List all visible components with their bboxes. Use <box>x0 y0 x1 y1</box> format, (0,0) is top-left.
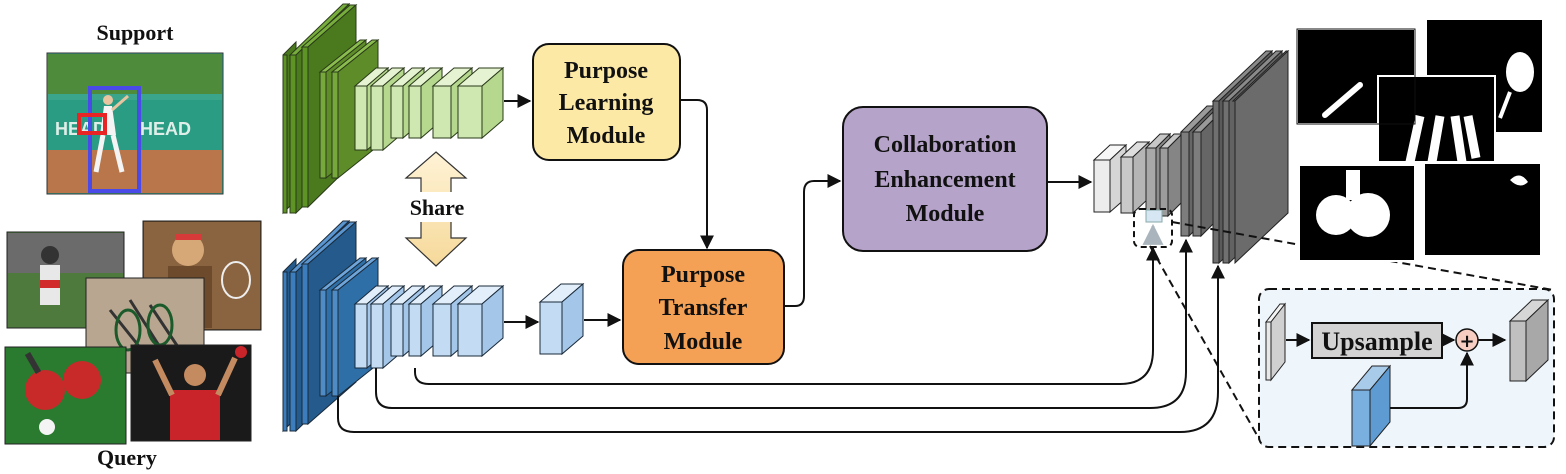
support-encoder <box>282 2 505 215</box>
connector-arrow <box>785 174 842 307</box>
connector-arrow <box>1390 351 1474 409</box>
support-label: Support <box>96 20 174 45</box>
purpose-learning-line-2: Learning <box>559 90 654 116</box>
share-arrow <box>398 151 478 267</box>
banner-text-graphic: HEAD <box>140 119 191 139</box>
collaboration-line-3: Module <box>906 201 985 227</box>
zoom-line <box>1149 245 1263 445</box>
purpose-learning-line-3: Module <box>567 123 646 149</box>
decoder <box>1092 49 1290 265</box>
skip-connection <box>375 238 1193 409</box>
upsample-label: Upsample <box>1321 327 1432 356</box>
add-symbol: + <box>1459 331 1474 352</box>
query-images <box>4 220 262 445</box>
query-label: Query <box>97 445 157 470</box>
output-masks <box>1296 18 1544 262</box>
purpose-learning-line-1: Purpose <box>564 58 648 84</box>
inset-skip-feature <box>1350 364 1392 448</box>
connector-arrow <box>680 99 714 250</box>
person-bounding-box <box>88 86 141 193</box>
collaboration-line-1: Collaboration <box>874 132 1017 158</box>
collaboration-line-2: Enhancement <box>874 167 1015 193</box>
racket-bounding-box <box>77 113 107 135</box>
purpose-transfer-line-3: Module <box>664 329 743 355</box>
query-encoder <box>282 219 505 433</box>
purpose-transfer-module <box>622 249 785 365</box>
support-image: HEAD HEAD <box>46 52 224 195</box>
query-feature-cube <box>538 282 585 356</box>
lateral-feature-marker <box>1145 209 1163 223</box>
skip-connection <box>414 246 1160 385</box>
collaboration-enhancement-module <box>842 106 1048 252</box>
purpose-learning-module <box>532 43 681 161</box>
share-label: Share <box>410 195 465 220</box>
upsample-block <box>1311 322 1443 359</box>
purpose-transfer-line-2: Transfer <box>659 295 748 321</box>
purpose-transfer-line-1: Purpose <box>661 262 745 288</box>
skip-connection <box>337 264 1225 433</box>
inset-output-feature <box>1508 298 1550 383</box>
inset-input-feature <box>1264 302 1287 382</box>
